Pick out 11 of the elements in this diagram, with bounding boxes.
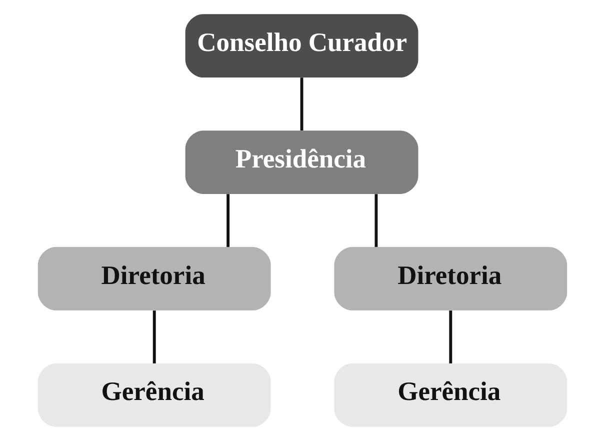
connector	[152, 310, 156, 364]
node-box: Presidência	[184, 130, 418, 194]
node-box: Gerência	[37, 364, 270, 427]
connector	[226, 194, 230, 247]
node-box: Diretoria	[334, 247, 567, 310]
node-box: Diretoria	[37, 247, 270, 310]
node-box: Conselho Curador	[184, 14, 418, 78]
node-box: Gerência	[334, 364, 567, 427]
connector	[374, 194, 378, 247]
connector	[448, 310, 452, 364]
connector	[300, 78, 303, 130]
